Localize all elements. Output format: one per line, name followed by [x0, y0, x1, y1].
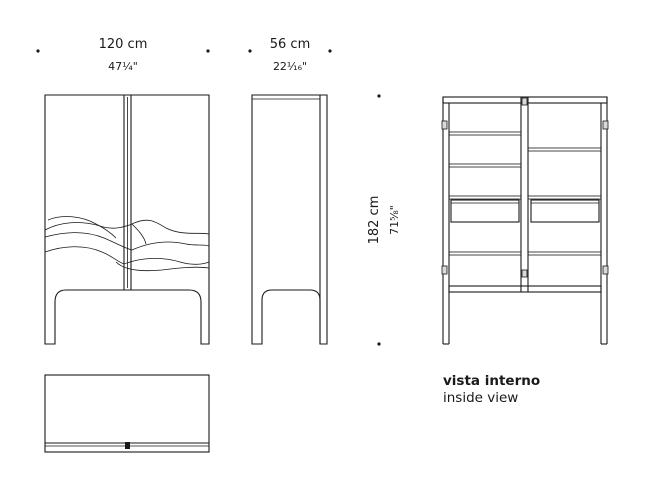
front-wave-line-5: [115, 261, 210, 272]
inside-right-top-hinge: [602, 120, 609, 130]
inside-left-top-hinge: [441, 120, 448, 130]
height-inch-label: 71⁵⁄₈": [388, 205, 401, 235]
depth-dimension: 56 cm 22¹⁄₁₆": [248, 37, 332, 73]
top-view: [44, 374, 210, 453]
inside-right-bottom-hinge: [602, 265, 609, 275]
front-wave-line-6: [131, 223, 147, 245]
depth-inch-label: 22¹⁄₁₆": [273, 60, 307, 73]
width-dim-start-marker: [36, 49, 40, 53]
caption-sub: inside view: [443, 390, 518, 406]
height-cm-label: 182 cm: [367, 196, 382, 245]
left-shelf-3: [448, 195, 522, 200]
front-view: [44, 94, 210, 345]
left-shelf-4: [448, 251, 522, 256]
height-dim-bottom-marker: [377, 342, 381, 346]
side-view-outline: [251, 94, 328, 345]
inside-left-bottom-hinge: [441, 265, 448, 275]
height-dim-top-marker: [377, 94, 381, 98]
right-shelf-1: [527, 147, 602, 152]
right-drawer: [530, 199, 600, 223]
inside-view: [441, 96, 609, 345]
width-dim-end-marker: [206, 49, 210, 53]
front-wave-line-2: [44, 232, 210, 251]
front-wave-line-1: [44, 219, 210, 235]
top-view-outline: [44, 374, 210, 453]
inside-center-bottom-hinge: [521, 269, 528, 278]
depth-cm-label: 56 cm: [270, 37, 311, 52]
front-wave-line-3: [44, 246, 210, 265]
width-inch-label: 47¼": [108, 60, 138, 73]
front-wave-line-4: [47, 216, 117, 239]
right-shelf-2: [527, 195, 602, 200]
inside-base-panel: [448, 285, 602, 293]
depth-dim-end-marker: [328, 49, 332, 53]
width-dimension: 120 cm 47¼": [36, 37, 210, 73]
depth-dim-start-marker: [248, 49, 252, 53]
front-view-outline: [44, 94, 210, 345]
left-shelf-2: [448, 163, 522, 168]
left-shelf-1: [448, 131, 522, 136]
top-view-handle: [125, 442, 130, 449]
side-view: [251, 94, 328, 345]
caption-main: vista interno: [443, 373, 540, 389]
left-drawer: [450, 199, 520, 223]
inside-center-top-hinge: [521, 97, 528, 106]
width-cm-label: 120 cm: [99, 37, 148, 52]
inside-view-caption: vista interno inside view: [443, 373, 540, 406]
height-dimension: 182 cm 71⁵⁄₈": [367, 94, 401, 346]
right-shelf-3: [527, 251, 602, 256]
